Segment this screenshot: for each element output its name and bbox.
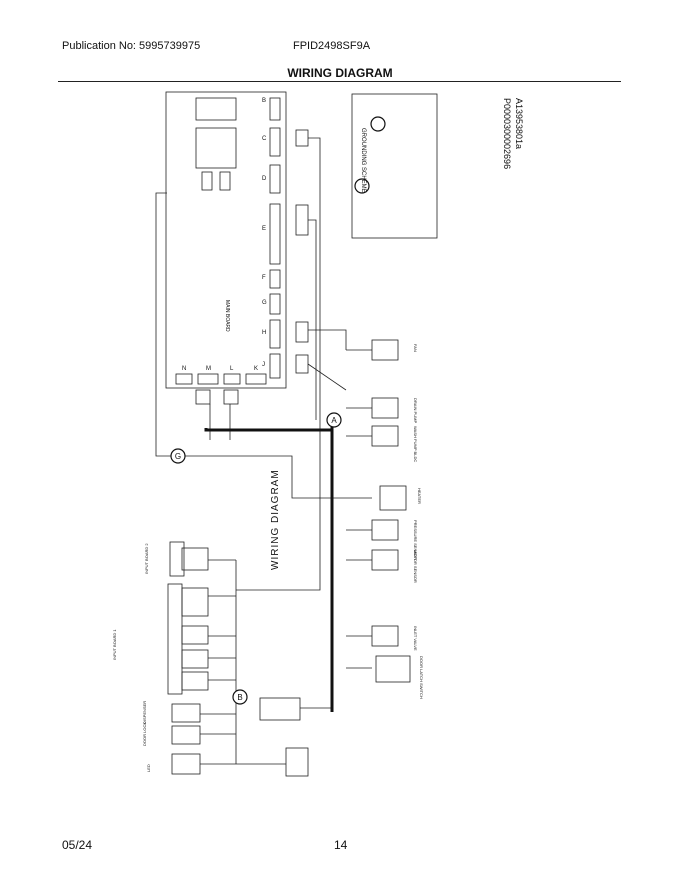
connector-label-b: B [262,98,266,104]
plug-3 [181,625,209,645]
connector-label-h: H [262,330,266,336]
grounding-scheme-label: GROUNDING SCHEME [360,128,366,193]
connector-b [269,97,281,121]
connector-c [269,127,281,157]
plug-5 [181,671,209,691]
main-board-outline [165,91,287,389]
ground-label-g: G [175,452,181,461]
harness-e [295,204,309,236]
page-number: 14 [334,838,348,852]
label-input-board-1: INPUT BOARD 1 [112,629,117,660]
label-input-board-2: INPUT BOARD 2 [144,543,149,574]
connector-label-g: G [262,300,267,306]
ntc-part [259,697,301,721]
page-title: WIRING DIAGRAM [287,66,393,80]
connector-f [269,269,281,289]
input-board-2-part [169,541,185,577]
connector-label-d: D [262,176,267,182]
connector-j [269,353,281,379]
drain-pump-part [371,397,399,419]
label-door-lock: DOOR LOCK [142,722,147,746]
motor-sensor-part [371,549,399,571]
side-title: WIRING DIAGRAM [270,469,281,570]
legend-code-1: P0000300002696 [502,98,512,169]
connector-label-e: E [262,226,266,232]
vario-part [285,747,309,777]
scheme-marker-b [370,116,386,132]
label-motor-sensor: MOTOR SENSOR [413,550,418,583]
ground-label-a: A [331,416,337,425]
model-number: FPID2498SF9A [293,40,371,52]
input-board-1-part [167,583,183,695]
scheme-marker-g [354,178,370,194]
legend-code-2: A13953801a [514,98,524,149]
connector-m [197,373,219,385]
label-inlet-valve: INLET VALVE [413,626,418,651]
publication-number: Publication No: 5995739975 [62,40,201,52]
connector-d [269,164,281,194]
ground-label-b: B [237,693,242,702]
ground-marker-b [232,689,248,705]
connector-label-n: N [182,366,186,372]
header-divider [58,81,621,82]
connector-h [269,319,281,349]
label-heater: HEATER [417,488,422,504]
grounding-scheme-box [351,93,438,239]
harness-m [195,389,211,405]
harness-j [295,354,309,374]
door-lock-part [171,725,201,745]
harness-h [295,321,309,343]
led-part [171,753,201,775]
connector-label-m: M [206,366,211,372]
connector-g [269,293,281,315]
footer-date: 05/24 [62,838,93,852]
ground-bus [204,428,332,432]
board-relay-a [195,97,237,121]
ground-marker-g [170,448,186,464]
heater-part [379,485,407,511]
connector-e [269,203,281,265]
label-pressure-sensor: PRESSURE SENSOR [413,520,418,560]
door-latch-part [375,655,411,683]
wash-pump-part [371,425,399,447]
connector-k [245,373,267,385]
connector-n [175,373,193,385]
plug-4 [181,649,209,669]
fan-part [371,339,399,361]
input-board-1-plug [181,587,209,617]
dispenser-part [171,703,201,723]
label-led: LED [146,764,151,772]
label-wash-pump: WASH PUMP BLDC [413,426,418,462]
inlet-valve-part [371,625,399,647]
harness-c [295,129,309,147]
main-board-label: MAIN BOARD [224,300,230,332]
pressure-sensor-part [371,519,399,541]
label-dispenser: DISPENSER [142,701,147,724]
ground-marker-a [326,412,342,428]
label-door-latch: DOOR LATCH SWITCH [419,656,424,699]
input-board-2-plug [181,547,209,571]
connector-label-f: F [262,275,266,281]
connector-label-j: J [262,362,265,368]
board-relay-block [195,127,237,169]
board-fuse [201,171,213,191]
connector-label-k: K [254,366,258,372]
connector-l [223,373,241,385]
connector-label-c: C [262,136,267,142]
harness-l [223,389,239,405]
connector-label-l: L [230,366,234,372]
label-drain-pump: DRAIN PUMP [413,398,418,423]
label-fan: FAN [413,344,418,352]
board-module [219,171,231,191]
